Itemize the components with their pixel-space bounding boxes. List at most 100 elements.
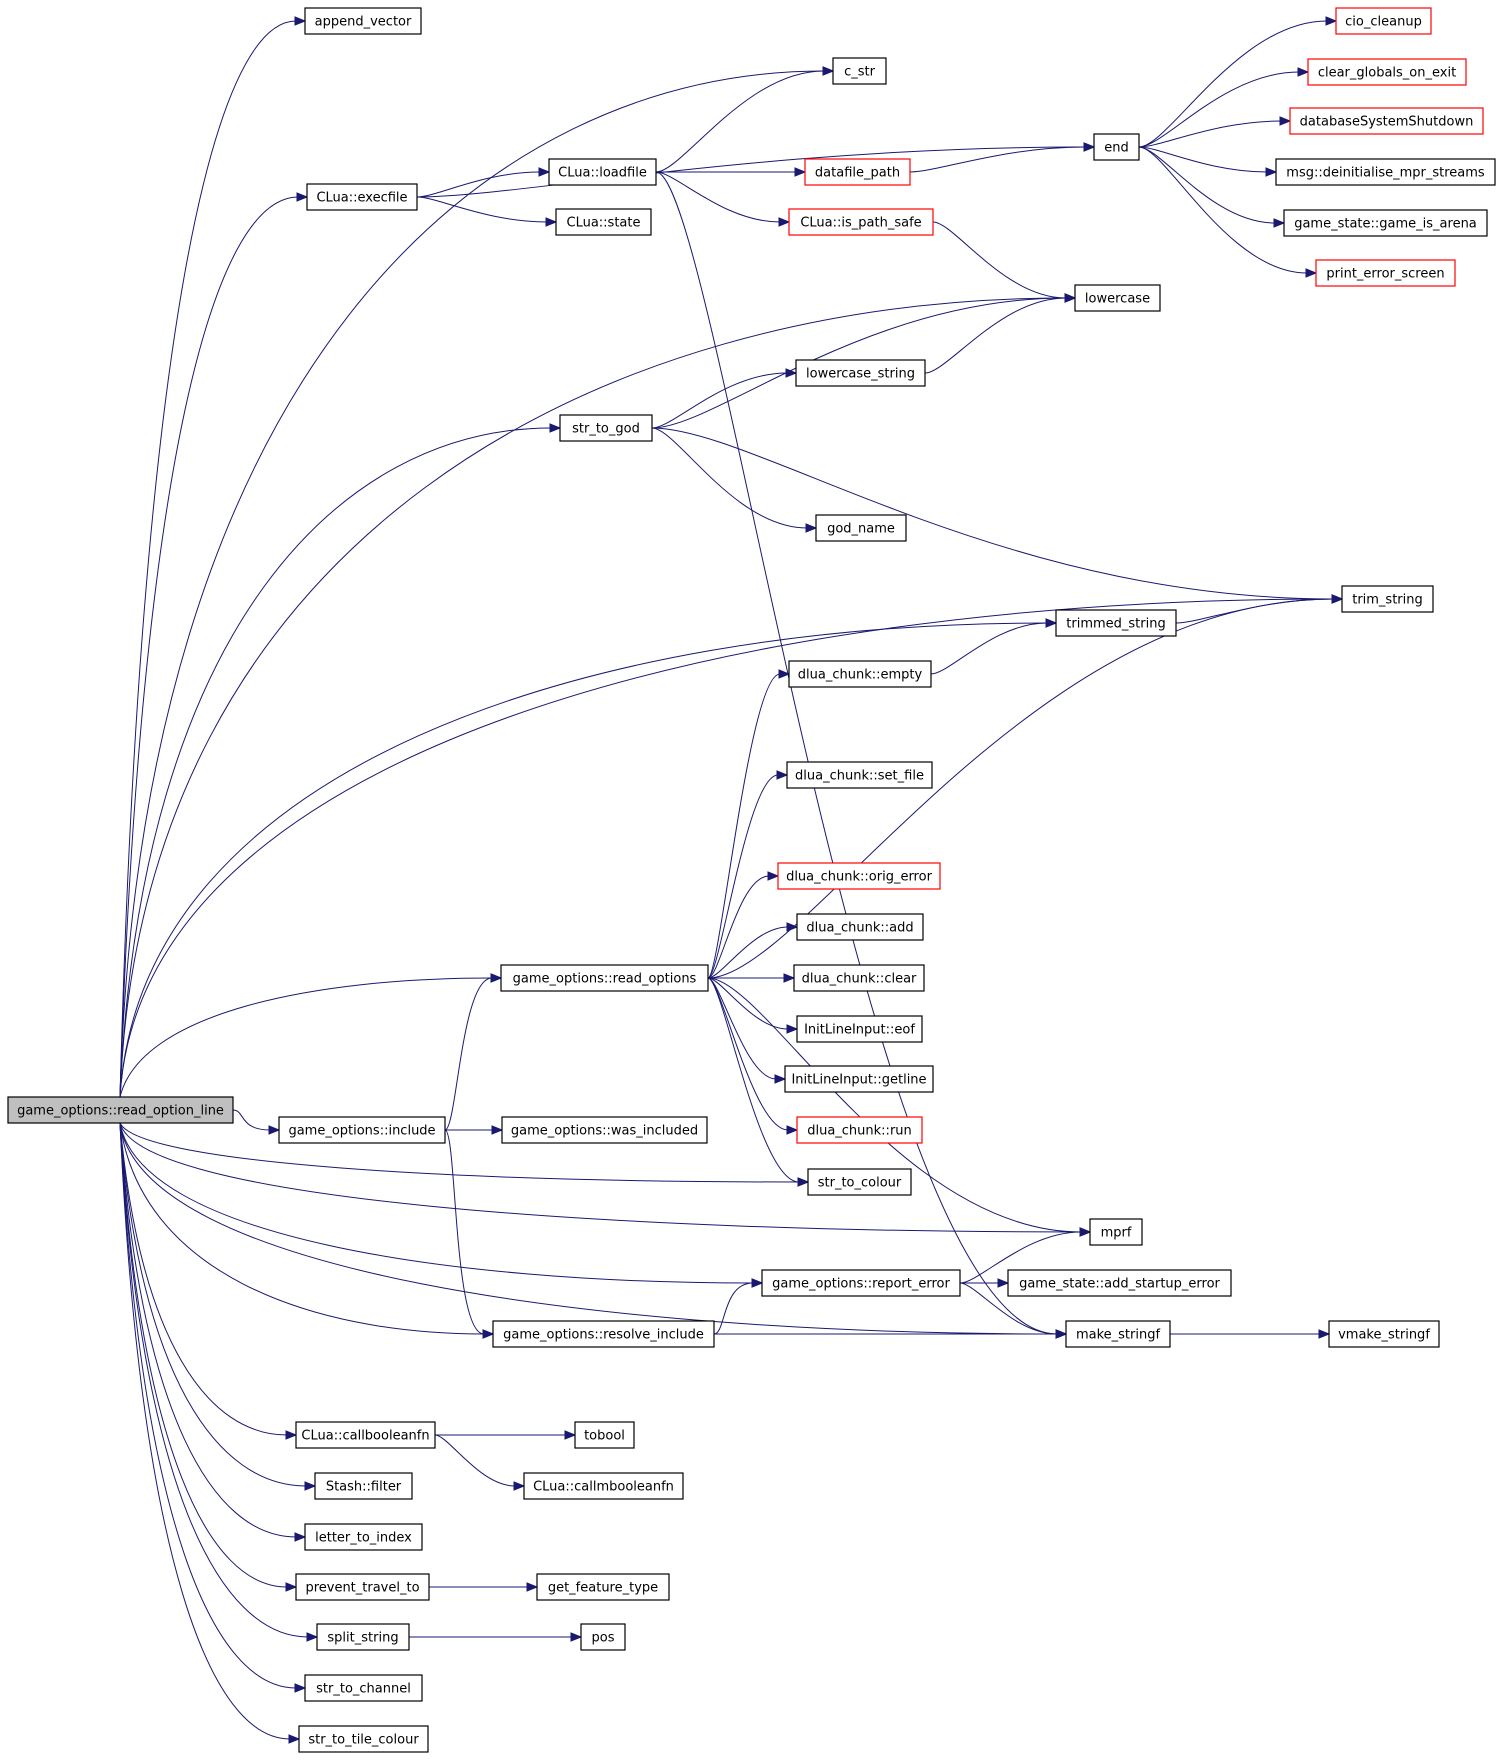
node-box	[1065, 1320, 1171, 1348]
node-dlua-clear[interactable]: dlua_chunk::clear	[793, 964, 925, 992]
node-state[interactable]: CLua::state	[555, 208, 652, 236]
node-loadfile[interactable]: CLua::loadfile	[548, 158, 657, 186]
node-box	[788, 208, 934, 236]
node-label: game_options::resolve_include	[503, 1328, 704, 1343]
node-dlua-add[interactable]: dlua_chunk::add	[796, 913, 924, 941]
arrowhead	[778, 217, 791, 227]
node-c-str[interactable]: c_str	[832, 57, 887, 85]
node-cio-cleanup[interactable]: cio_cleanup	[1335, 7, 1432, 35]
edge-line	[119, 1122, 297, 1689]
edge-read-options-to-dlua-set-file	[707, 770, 789, 979]
node-dlua-orig-error[interactable]: dlua_chunk::orig_error	[777, 862, 941, 890]
node-callmbooleanfn[interactable]: CLua::callmbooleanfn	[523, 1472, 684, 1500]
node-make-stringf[interactable]: make_stringf	[1065, 1320, 1171, 1348]
edge-is-path-safe-to-lowercase	[932, 221, 1077, 303]
node-label: mprf	[1101, 1226, 1132, 1241]
node-get-feature-type[interactable]: get_feature_type	[536, 1573, 670, 1601]
edge-root-to-append-vector	[119, 16, 307, 1098]
arrowhead	[268, 1125, 281, 1135]
node-box	[796, 913, 924, 941]
edge-line	[119, 1122, 297, 1538]
node-letter-to-index[interactable]: letter_to_index	[304, 1523, 423, 1551]
node-label: game_state::game_is_arena	[1294, 217, 1477, 232]
node-include[interactable]: game_options::include	[278, 1116, 446, 1144]
node-dbshutdown[interactable]: databaseSystemShutdown	[1289, 107, 1484, 135]
arrowhead	[538, 167, 551, 177]
arrowhead	[482, 1329, 495, 1339]
node-report-error[interactable]: game_options::report_error	[761, 1269, 961, 1297]
edge-line	[932, 221, 1067, 299]
node-read-options[interactable]: game_options::read_options	[500, 964, 709, 992]
node-tobool[interactable]: tobool	[574, 1421, 635, 1449]
edge-line	[119, 598, 1334, 1098]
node-box	[523, 1472, 684, 1500]
node-root[interactable]: game_options::read_option_line	[7, 1096, 234, 1124]
node-print-error-screen[interactable]: print_error_screen	[1315, 259, 1456, 287]
edge-end-to-clear-globals	[1138, 67, 1310, 148]
node-lowercase[interactable]: lowercase	[1074, 284, 1161, 312]
edge-line	[119, 1122, 291, 1740]
node-str-to-tile-colour[interactable]: str_to_tile_colour	[298, 1725, 429, 1753]
node-msg-deinit[interactable]: msg::deinitialise_mpr_streams	[1275, 158, 1496, 186]
edge-line	[707, 875, 770, 979]
node-box	[555, 208, 652, 236]
node-label: dlua_chunk::set_file	[795, 769, 924, 784]
node-is-path-safe[interactable]: CLua::is_path_safe	[788, 208, 934, 236]
node-callbooleanfn[interactable]: CLua::callbooleanfn	[295, 1421, 436, 1449]
node-box	[492, 1320, 715, 1348]
node-prevent-travel-to[interactable]: prevent_travel_to	[295, 1573, 430, 1601]
node-trimmed-string[interactable]: trimmed_string	[1055, 609, 1177, 637]
node-str-to-channel[interactable]: str_to_channel	[304, 1674, 423, 1702]
edge-execfile-to-loadfile	[416, 167, 551, 198]
arrowhead	[822, 66, 835, 76]
node-mprf[interactable]: mprf	[1089, 1218, 1143, 1246]
node-datafile-path[interactable]: datafile_path	[804, 158, 911, 186]
node-was-included[interactable]: game_options::was_included	[501, 1116, 708, 1144]
edge-line	[119, 622, 1048, 1098]
node-il-getline[interactable]: InitLineInput::getline	[784, 1065, 934, 1093]
node-box	[777, 862, 941, 890]
node-clear-globals[interactable]: clear_globals_on_exit	[1307, 58, 1467, 86]
node-label: databaseSystemShutdown	[1300, 115, 1474, 130]
node-box	[1055, 609, 1177, 637]
node-str-to-colour[interactable]: str_to_colour	[807, 1168, 912, 1196]
edge-line	[959, 1282, 1058, 1335]
node-dlua-run[interactable]: dlua_chunk::run	[796, 1116, 923, 1144]
node-add-startup-error[interactable]: game_state::add_startup_error	[1007, 1269, 1232, 1297]
node-split-string[interactable]: split_string	[316, 1623, 410, 1651]
node-stash-filter[interactable]: Stash::filter	[314, 1472, 413, 1500]
edge-execfile-to-state	[416, 196, 558, 227]
node-append-vector[interactable]: append_vector	[304, 7, 422, 35]
node-box	[574, 1421, 635, 1449]
node-god-name[interactable]: god_name	[815, 514, 907, 542]
node-str-to-god[interactable]: str_to_god	[559, 414, 653, 442]
arrowhead	[490, 973, 503, 983]
edge-root-to-str-to-tile-colour	[119, 1122, 301, 1744]
edge-line	[434, 1434, 516, 1487]
node-label: trim_string	[1352, 593, 1423, 608]
node-label: CLua::callbooleanfn	[301, 1429, 429, 1444]
node-dlua-empty[interactable]: dlua_chunk::empty	[788, 660, 932, 688]
node-trim-string[interactable]: trim_string	[1341, 585, 1434, 613]
edge-line	[119, 1122, 485, 1335]
node-pos[interactable]: pos	[580, 1623, 626, 1651]
arrowhead	[797, 1177, 810, 1187]
node-game-is-arena[interactable]: game_state::game_is_arena	[1283, 209, 1488, 237]
node-box	[295, 1421, 436, 1449]
node-end[interactable]: end	[1093, 133, 1140, 161]
node-resolve-include[interactable]: game_options::resolve_include	[492, 1320, 715, 1348]
arrowhead	[285, 1582, 298, 1592]
node-lowercase-string[interactable]: lowercase_string	[795, 359, 926, 387]
edge-read-options-to-trim-string	[707, 594, 1344, 979]
node-box	[278, 1116, 446, 1144]
node-execfile[interactable]: CLua::execfile	[306, 183, 418, 211]
node-vmake-stringf[interactable]: vmake_stringf	[1328, 1320, 1440, 1348]
edge-str-to-god-to-god-name	[651, 427, 818, 533]
node-label: CLua::loadfile	[558, 166, 647, 181]
node-dlua-set-file[interactable]: dlua_chunk::set_file	[786, 761, 933, 789]
arrowhead	[778, 669, 791, 679]
edge-line	[1138, 146, 1308, 274]
node-label: CLua::callmbooleanfn	[533, 1480, 674, 1495]
edge-line	[1138, 20, 1328, 148]
node-il-eof[interactable]: InitLineInput::eof	[796, 1015, 923, 1043]
